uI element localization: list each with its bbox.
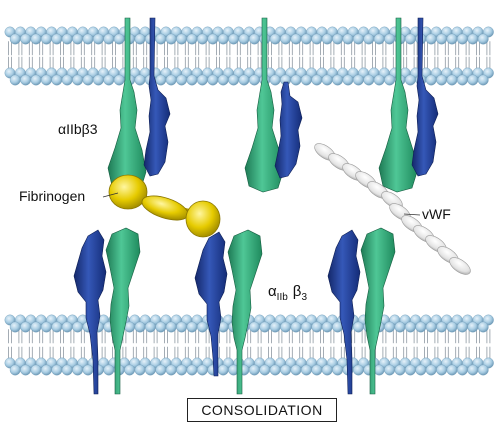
integrin-bottom-1	[73, 227, 141, 395]
integrin-top-3	[378, 17, 439, 193]
fibrinogen-pointer	[102, 192, 119, 198]
beta-subunit	[411, 17, 439, 177]
integrin-bottom-3	[327, 227, 396, 395]
lower-membrane	[4, 314, 494, 376]
vwf-pointer	[403, 213, 421, 216]
beta-subunit	[143, 17, 171, 177]
beta-subunit	[327, 229, 361, 395]
fibrinogen-molecule	[108, 174, 221, 238]
alpha-subunit	[360, 227, 396, 395]
alpha-subunit	[244, 17, 284, 193]
vwf-label: vWF	[422, 206, 451, 222]
alpha-subunit	[227, 229, 263, 395]
alpha-subunit	[378, 17, 418, 193]
integrin-bottom-2	[194, 229, 263, 395]
beta-subunit	[194, 231, 228, 377]
integrin-top-label: αIIbβ3	[58, 121, 98, 137]
vwf-subunit	[449, 257, 471, 275]
alpha-subunit	[105, 227, 141, 395]
beta-subunit	[274, 81, 303, 179]
fibrinogen-label: Fibrinogen	[19, 188, 85, 204]
upper-membrane	[4, 26, 494, 86]
caption-consolidation: CONSOLIDATION	[187, 398, 337, 422]
integrin-top-2	[244, 17, 303, 193]
beta-subunit	[73, 229, 107, 395]
vwf-multimer	[314, 143, 471, 275]
